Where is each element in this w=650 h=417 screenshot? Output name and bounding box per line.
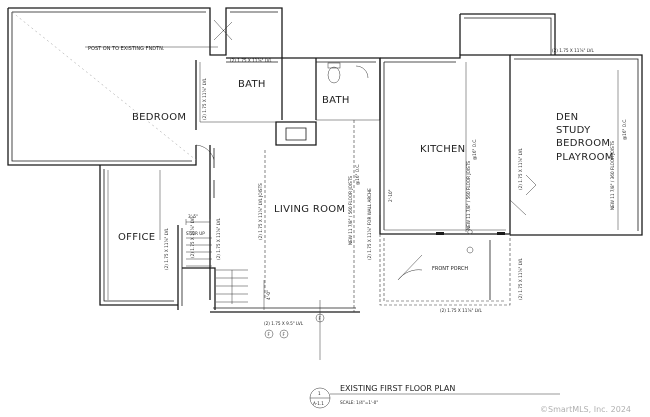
note-dim-3-5: 3'-5" xyxy=(188,214,198,219)
front-porch-area xyxy=(379,234,511,306)
room-label-study: STUDY xyxy=(556,125,591,136)
office-area xyxy=(99,165,183,310)
note-oc-den: @16" O.C. xyxy=(622,119,627,141)
column-f3-label: F xyxy=(319,316,322,321)
column-f1-label: F xyxy=(268,332,271,337)
column-f2-label: F xyxy=(283,332,286,337)
room-label-kitchen: KITCHEN xyxy=(420,144,465,155)
title-block: 1 A-1.1 EXISTING FIRST FLOOR PLAN SCALE:… xyxy=(309,384,560,409)
lower-bath-area xyxy=(282,57,381,121)
drawing-title: EXISTING FIRST FLOOR PLAN xyxy=(340,384,455,393)
upper-bath-area xyxy=(199,57,283,123)
note-lvl-living-v: (2) 1.75 X 11⅞" LVL JOISTS xyxy=(258,183,263,240)
note-lvl-kitchen: (2) 1.75 X 11⅞" LVL xyxy=(518,148,523,190)
note-dim-4-0: 4'-0" xyxy=(266,290,271,300)
room-label-bedroom2: BEDROOM xyxy=(556,138,610,149)
drawing-scale: SCALE: 1/4"=1'-0" xyxy=(340,400,378,405)
note-lvl-bottom: (2) 1.75 X 9.5" LVL xyxy=(264,321,304,326)
drawing-number: 1 xyxy=(318,391,321,396)
note-stair-up: STAIR UP xyxy=(186,231,205,236)
note-joists-den: NEW 11 7/8" / 360 FLOOR JOISTS xyxy=(610,141,615,210)
stair-area xyxy=(182,237,248,310)
room-label-playroom: PLAYROOM xyxy=(556,152,614,163)
room-label-front-porch: FRONT PORCH xyxy=(432,266,468,272)
note-lvl-porch-v: (2) 1.75 X 11⅞" LVL xyxy=(518,258,523,300)
sheet-number: A-1.1 xyxy=(313,401,324,406)
room-label-living-room: LIVING ROOM xyxy=(274,204,345,215)
den-area xyxy=(459,13,643,236)
note-lvl-bath: (2) 1.75 X 11⅞" LVL xyxy=(230,58,272,63)
watermark: ©SmartMLS, Inc. 2024 xyxy=(540,405,631,414)
note-oc-living: @16" O.C. xyxy=(355,164,360,186)
room-label-office: OFFICE xyxy=(118,232,155,243)
column-f1-icon xyxy=(264,329,274,339)
toilet-tank-icon xyxy=(327,62,341,69)
room-label-bedroom: BEDROOM xyxy=(132,112,186,123)
note-oc-kitchen: @16" O.C. xyxy=(472,139,477,161)
room-label-bath-upper: BATH xyxy=(238,79,266,90)
post-marker xyxy=(467,229,473,235)
dimension-lines xyxy=(85,46,381,310)
room-label-den: DEN xyxy=(556,112,578,123)
note-lvl-office: (2) 1.75 X 11⅞" LVL xyxy=(164,228,169,270)
column-markers: F F F xyxy=(264,313,325,339)
bedroom-area xyxy=(7,7,283,166)
note-lvl-stair2: (2) 1.75 X 11⅞" LVL xyxy=(216,218,221,260)
note-lvl-stair: (2) 1.75 X 11⅞" LVL xyxy=(190,216,195,258)
column-f3-icon xyxy=(315,313,325,323)
column-f2-icon xyxy=(279,329,289,339)
beam-marker xyxy=(436,232,444,235)
note-post: POST ON TO EXISTING FNDTN. xyxy=(88,46,165,52)
note-wall-arch: (2) 1.75 X 11⅞" FOR WALL ARCHE xyxy=(367,188,372,260)
post-marker xyxy=(466,246,474,254)
note-joists-living: NEW 11 7/8" / 560 FLOOR JOISTS xyxy=(348,176,353,245)
note-dim-2-10: 2'-10" xyxy=(388,189,393,202)
note-lvl-bath-v: (2) 1.75 X 11⅞" LVL xyxy=(202,78,207,120)
beam-marker xyxy=(497,232,505,235)
note-joists-kitchen: NEW 11 7/8" / 560 FLOOR JOISTS xyxy=(466,161,471,230)
note-lvl-porch: (2) 1.75 X 11⅞" LVL xyxy=(440,308,482,313)
toilet-icon xyxy=(327,66,341,84)
room-label-bath-lower: BATH xyxy=(322,95,350,106)
note-lvl-den: (2) 1.75 X 11⅞" LVL xyxy=(552,48,594,53)
